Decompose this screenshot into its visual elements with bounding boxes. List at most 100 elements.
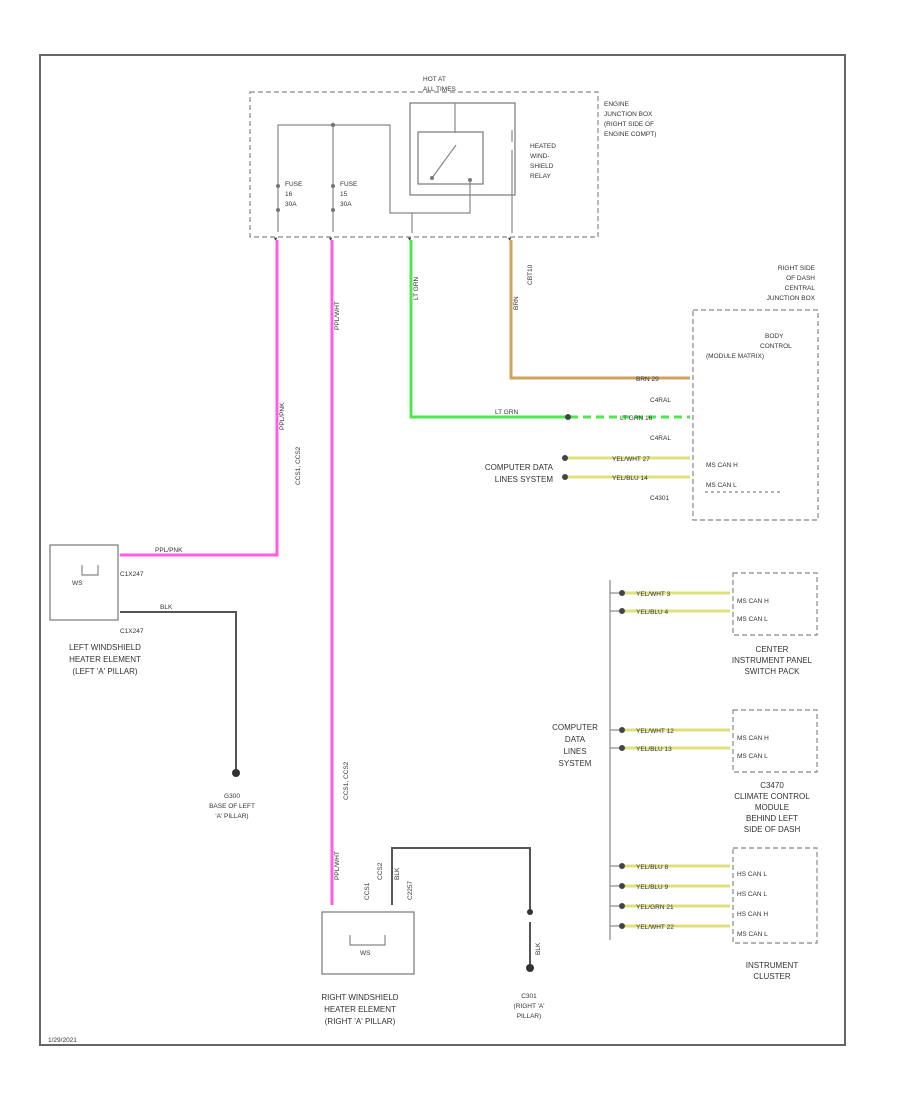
fuse-16: FUSE 16 30A — [276, 181, 303, 212]
module-name-label: CLUSTER — [753, 972, 791, 981]
module-signal-label: MS CAN L — [737, 753, 768, 760]
svg-text:BODY: BODY — [765, 333, 784, 340]
engine-junction-box: HOT AT ALL TIMES ENGINE JUNCTION BOX (RI… — [249, 76, 656, 243]
svg-text:HEATER ELEMENT: HEATER ELEMENT — [324, 1005, 396, 1014]
module-name-label: MODULE — [755, 803, 789, 812]
svg-text:BRN 29: BRN 29 — [636, 376, 659, 383]
wire-label: BRN — [513, 296, 520, 310]
module-signal-label: HS CAN L — [737, 891, 767, 898]
wire-label: LT GRN — [495, 409, 519, 416]
junction-box-label: JUNCTION BOX — [604, 111, 653, 118]
svg-text:LEFT WINDSHIELD: LEFT WINDSHIELD — [69, 643, 141, 652]
wire-label: CCS1 — [364, 882, 371, 900]
svg-text:YEL/BLU 14: YEL/BLU 14 — [612, 475, 648, 482]
svg-text:CONTROL: CONTROL — [760, 343, 792, 350]
svg-text:C4301: C4301 — [650, 495, 670, 502]
svg-text:MS CAN H: MS CAN H — [706, 462, 738, 469]
module-pin-label: YEL/GRN 21 — [636, 904, 674, 911]
module-pin-label: YEL/WHT 12 — [636, 728, 674, 735]
splice-dot — [619, 590, 625, 596]
module-signal-label: MS CAN H — [737, 598, 769, 605]
computer-data-lines-bottom: LINES — [563, 747, 586, 756]
svg-text:G300: G300 — [224, 793, 240, 800]
module-box — [732, 572, 818, 636]
svg-text:SHIELD: SHIELD — [530, 163, 554, 170]
module-pin-label: YEL/WHT 3 — [636, 591, 671, 598]
svg-text:YEL/WHT 27: YEL/WHT 27 — [612, 456, 650, 463]
svg-text:▾: ▾ — [329, 236, 333, 243]
svg-text:HEATER ELEMENT: HEATER ELEMENT — [69, 655, 141, 664]
module-box — [732, 847, 818, 944]
module-name-label: INSTRUMENT — [746, 961, 799, 970]
wire-label: BLK — [394, 867, 401, 880]
svg-text:RIGHT WINDSHIELD: RIGHT WINDSHIELD — [321, 993, 398, 1002]
wire-label: PPL/PNK — [279, 402, 286, 430]
diagram-frame — [39, 54, 846, 1046]
svg-text:C1X247: C1X247 — [120, 628, 144, 635]
splice-dot — [619, 923, 625, 929]
ground-point-left — [232, 769, 240, 777]
computer-data-lines-bottom: SYSTEM — [559, 759, 592, 768]
svg-text:OF DASH: OF DASH — [786, 275, 815, 282]
module-name-label: BEHIND LEFT — [746, 814, 798, 823]
hot-at-all-times-label: HOT AT — [423, 76, 446, 83]
module-name-label: CENTER — [756, 645, 789, 654]
module-signal-label: MS CAN L — [737, 616, 768, 623]
svg-text:C4RAL: C4RAL — [650, 435, 671, 442]
splice-dot — [619, 727, 625, 733]
svg-text:C4RAL: C4RAL — [650, 397, 671, 404]
splice-dot — [619, 608, 625, 614]
wire-ppl-pnk-left — [120, 240, 279, 557]
svg-text:WS: WS — [360, 950, 371, 957]
svg-text:FUSE: FUSE — [285, 181, 303, 188]
svg-text:WS: WS — [72, 580, 83, 587]
svg-text:16: 16 — [285, 191, 293, 198]
svg-text:'A' PILLAR): 'A' PILLAR) — [215, 813, 248, 820]
computer-data-lines-label: COMPUTER DATA — [485, 463, 554, 472]
wire-label: BLK — [160, 604, 173, 611]
wire-circuit-label: CCS1, CCS2 — [343, 761, 350, 800]
module-signal-label: HS CAN H — [737, 911, 768, 918]
module-box — [732, 709, 818, 773]
module-pin-label: YEL/BLU 9 — [636, 884, 669, 891]
svg-text:▾: ▾ — [408, 236, 412, 243]
module-pin-label: YEL/BLU 13 — [636, 746, 672, 753]
wire-label: CCS2 — [377, 862, 384, 880]
svg-text:WIND-: WIND- — [530, 153, 550, 160]
svg-text:BASE OF LEFT: BASE OF LEFT — [209, 803, 255, 810]
svg-text:PILLAR): PILLAR) — [517, 1013, 542, 1020]
hot-at-all-times-label: ALL TIMES — [423, 86, 457, 93]
junction-box-label: (RIGHT SIDE OF — [604, 121, 654, 128]
svg-text:C301: C301 — [521, 993, 537, 1000]
module-name-label: INSTRUMENT PANEL — [732, 656, 813, 665]
svg-text:RIGHT SIDE: RIGHT SIDE — [778, 265, 816, 272]
svg-text:▾: ▾ — [508, 236, 512, 243]
central-junction-box: RIGHT SIDE OF DASH CENTRAL JUNCTION BOX … — [620, 265, 819, 521]
svg-text:▾: ▾ — [274, 236, 278, 243]
module-pin-label: YEL/WHT 22 — [636, 924, 674, 931]
module-pin-label: YEL/BLU 8 — [636, 864, 669, 871]
svg-text:FUSE: FUSE — [340, 181, 358, 188]
svg-text:JUNCTION BOX: JUNCTION BOX — [767, 295, 816, 302]
wire-circuit-label: CCS1, CCS2 — [295, 446, 302, 485]
splice-dot — [619, 883, 625, 889]
splice-dot — [619, 863, 625, 869]
svg-text:(MODULE MATRIX): (MODULE MATRIX) — [706, 353, 764, 360]
module-name-label: SWITCH PACK — [745, 667, 801, 676]
splice-dot — [619, 745, 625, 751]
svg-text:C1X247: C1X247 — [120, 571, 144, 578]
svg-text:HEATED: HEATED — [530, 143, 556, 150]
svg-text:(LEFT 'A' PILLAR): (LEFT 'A' PILLAR) — [72, 667, 137, 676]
module-name-label: SIDE OF DASH — [744, 825, 801, 834]
wire-brn — [509, 240, 690, 380]
module-name-label: C3470 — [760, 781, 784, 790]
wire-label: PPL/PNK — [155, 547, 183, 554]
wire-label: PPL/WHT — [334, 301, 341, 330]
computer-data-lines-label: LINES SYSTEM — [495, 475, 554, 484]
right-windshield-heater-element: WS RIGHT WINDSHIELD HEATER ELEMENT (RIGH… — [321, 911, 415, 1026]
svg-text:30A: 30A — [285, 201, 297, 208]
